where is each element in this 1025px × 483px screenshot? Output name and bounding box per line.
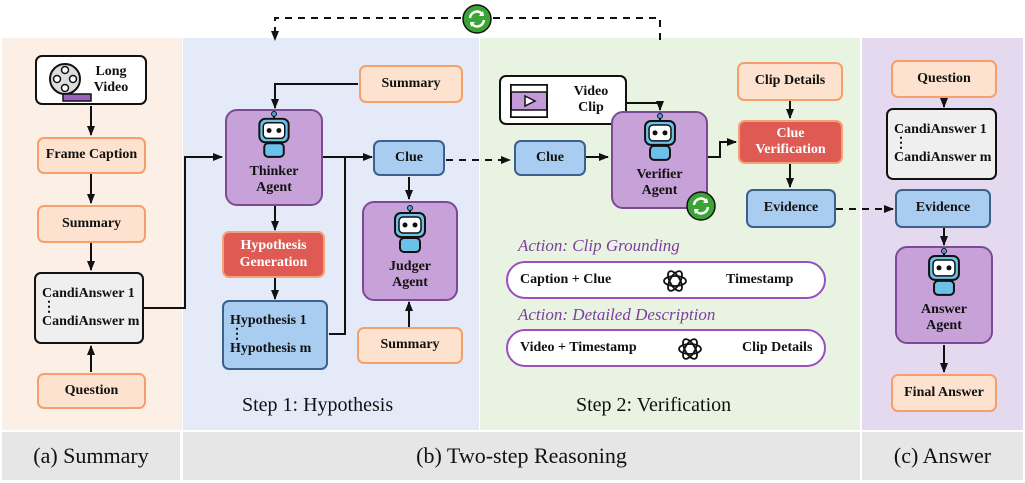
frame-caption-box: Frame Caption — [37, 137, 146, 174]
answer-candi-m: CandiAnswer m — [894, 150, 992, 166]
robot-icon — [258, 111, 290, 158]
question-box: Question — [37, 373, 146, 409]
film-reel-icon — [49, 63, 92, 102]
summary-box: Summary — [37, 205, 146, 243]
long-video-box: Long Video — [35, 55, 147, 105]
clip-grounding-output: Timestamp — [726, 272, 794, 287]
refresh-icon — [686, 191, 716, 221]
hypothesis-dots: ⋮ — [230, 326, 244, 342]
clip-grounding-pill: Caption + Clue Timestamp — [506, 261, 826, 299]
judger-label: Judger Agent — [389, 258, 431, 290]
answer-question-box: Question — [891, 60, 997, 98]
thinker-agent: Thinker Agent — [225, 109, 323, 206]
openai-logo-icon — [663, 270, 687, 292]
evidence-box: Evidence — [746, 189, 836, 228]
footer-answer: (c) Answer — [862, 432, 1023, 480]
clue-box: Clue — [373, 140, 445, 176]
step1-label: Step 1: Hypothesis — [242, 394, 394, 416]
summary-top-box: Summary — [359, 65, 463, 103]
judger-agent: Judger Agent — [362, 201, 458, 301]
clue-verification-box: Clue Verification — [738, 120, 843, 164]
video-clip-box: Video Clip — [499, 75, 627, 125]
thinker-label: Thinker Agent — [249, 163, 299, 195]
detailed-description-output: Clip Details — [742, 340, 813, 355]
hypothesis-list-box: Hypothesis 1 ⋮ Hypothesis m — [222, 300, 328, 370]
robot-icon — [928, 248, 960, 296]
answer-candi-dots: ⋮ — [894, 135, 908, 151]
verifier-label: Verifier Agent — [636, 166, 683, 198]
clue-verification-label: Clue Verification — [755, 125, 826, 157]
hypothesis-generation-box: Hypothesis Generation — [222, 231, 325, 278]
step2-label: Step 2: Verification — [576, 394, 732, 416]
detailed-description-pill: Video + Timestamp Clip Details — [506, 329, 826, 367]
clip-details-box: Clip Details — [737, 62, 843, 101]
clue-box-2: Clue — [514, 140, 586, 176]
answer-agent-label: Answer Agent — [921, 301, 967, 333]
video-clip-label: Video Clip — [573, 83, 609, 115]
action-detailed-description: Action: Detailed Description — [518, 305, 716, 324]
clip-grounding-input: Caption + Clue — [520, 272, 612, 287]
robot-icon — [394, 204, 426, 253]
video-clip-icon — [510, 84, 548, 118]
action-clip-grounding: Action: Clip Grounding — [518, 236, 680, 255]
refresh-icon — [462, 4, 492, 34]
openai-logo-icon — [678, 338, 702, 360]
summary-bottom-box: Summary — [357, 327, 463, 364]
answer-agent: Answer Agent — [895, 246, 993, 344]
verifier-agent: Verifier Agent — [611, 111, 708, 209]
hypothesis-m: Hypothesis m — [230, 341, 312, 357]
answer-evidence-box: Evidence — [895, 189, 991, 228]
candi-dots: ⋮ — [42, 299, 56, 315]
footer-reasoning: (b) Two-step Reasoning — [183, 432, 860, 480]
candi-answer-box: CandiAnswer 1 ⋮ CandiAnswer m — [34, 272, 144, 344]
hypothesis-generation-label: Hypothesis Generation — [239, 238, 308, 270]
hypothesis-1: Hypothesis 1 — [230, 312, 307, 328]
candi-answer-1: CandiAnswer 1 — [42, 285, 135, 301]
candi-answer-m: CandiAnswer m — [42, 314, 140, 330]
detailed-description-input: Video + Timestamp — [520, 340, 637, 355]
robot-icon — [643, 113, 676, 161]
footer-summary: (a) Summary — [2, 432, 180, 480]
answer-candi-1: CandiAnswer 1 — [894, 121, 987, 137]
final-answer-box: Final Answer — [891, 374, 997, 412]
long-video-label: Long Video — [93, 63, 129, 95]
answer-candi-box: CandiAnswer 1 ⋮ CandiAnswer m — [886, 108, 997, 180]
